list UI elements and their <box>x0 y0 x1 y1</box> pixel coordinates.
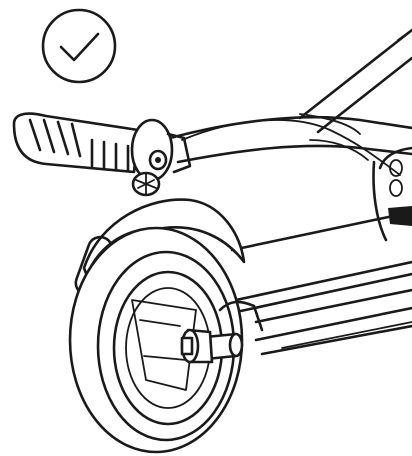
check-circle-icon <box>41 8 117 84</box>
grip-clamp <box>130 118 192 182</box>
brake-cable <box>181 119 401 176</box>
deck <box>230 210 412 356</box>
stem-base <box>372 146 412 242</box>
handlebar-grip <box>12 112 140 174</box>
fork <box>218 300 264 332</box>
front-axle <box>180 328 244 364</box>
steering-stem <box>298 28 412 134</box>
front-wheel <box>68 226 244 454</box>
bell <box>131 171 161 197</box>
